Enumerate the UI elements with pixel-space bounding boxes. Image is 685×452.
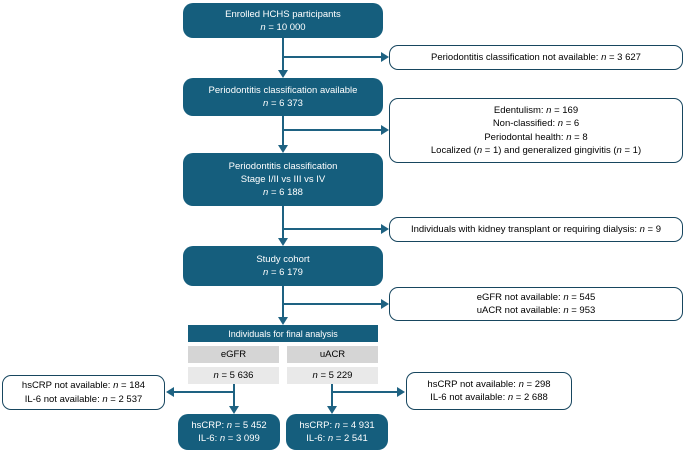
final-analysis-table-title: Individuals for final analysis (188, 325, 378, 342)
text-line: IL-6 not available: n = 2 688 (430, 392, 548, 403)
study-cohort-box: Study cohort n = 6 179 (183, 246, 383, 286)
text-line: Localized (n = 1) and generalized gingiv… (430, 145, 642, 156)
text-line: n = 6 373 (263, 98, 303, 109)
text-line: Non-classified: n = 6 (492, 118, 580, 129)
arrow-down-icon (229, 406, 239, 414)
branch-line (283, 228, 381, 230)
text-line: n = 5 229 (312, 370, 353, 381)
text-line: Periodontal health: n = 8 (484, 131, 588, 143)
classification-available-box: Periodontitis classification available n … (183, 78, 383, 116)
column-header-egfr: eGFR (188, 346, 279, 363)
text-line: IL-6 not available: n = 2 537 (24, 393, 143, 405)
text-line: eGFR not available: n = 545 (476, 291, 596, 303)
flow-line (282, 206, 284, 239)
arrow-right-icon (397, 387, 405, 397)
text-line: uACR not available: n = 953 (476, 305, 596, 316)
text-line: Study cohort (256, 254, 310, 265)
text-line: Periodontitis classification available (208, 85, 358, 96)
text-line: Periodontitis classification not availab… (431, 51, 641, 63)
arrow-down-icon (278, 238, 288, 246)
text-line: hsCRP not available: n = 184 (21, 380, 146, 391)
branch-line (283, 303, 381, 305)
text-line: n = 10 000 (260, 21, 306, 33)
arrow-down-icon (278, 317, 288, 325)
text-line: hsCRP: n = 5 452 (191, 420, 267, 431)
flow-line (282, 286, 284, 318)
column-value-egfr: n = 5 636 (188, 367, 279, 384)
text-line: IL-6: n = 3 099 (198, 433, 260, 444)
arrow-right-icon (381, 299, 389, 309)
text-line: n = 6 188 (263, 187, 303, 198)
text-line: Individuals with kidney transplant or re… (410, 223, 662, 235)
arrow-down-icon (278, 145, 288, 153)
branch-line (283, 129, 381, 131)
flow-line (233, 384, 235, 407)
column-header-uacr: uACR (287, 346, 378, 363)
flow-line (282, 38, 284, 71)
side-box-kidney-exclusions: Individuals with kidney transplant or re… (389, 217, 683, 242)
text-line: n = 6 179 (263, 267, 303, 278)
branch-line (283, 56, 381, 58)
text-line: Stage I/II vs III vs IV (240, 174, 326, 185)
arrow-down-icon (278, 70, 288, 78)
flow-line (282, 116, 284, 146)
arrow-left-icon (166, 387, 174, 397)
branch-line (173, 391, 234, 393)
arrow-right-icon (381, 52, 389, 62)
text-line: n = 5 636 (213, 370, 254, 381)
arrow-right-icon (381, 224, 389, 234)
arrow-down-icon (327, 406, 337, 414)
text-line: IL-6: n = 2 541 (306, 433, 368, 444)
text-line: Enrolled HCHS participants (225, 8, 341, 20)
flow-line (331, 384, 333, 407)
text-line: Periodontitis classification (228, 161, 338, 172)
arrow-right-icon (381, 125, 389, 135)
text-line: hsCRP not available: n = 298 (427, 378, 551, 390)
text-line: hsCRP: n = 4 931 (299, 420, 375, 431)
side-box-missing-egfr-uacr: eGFR not available: n = 545 uACR not avai… (389, 287, 683, 321)
branch-line (332, 391, 398, 393)
column-value-uacr: n = 5 229 (287, 367, 378, 384)
side-box-classification-not-available: Periodontitis classification not availab… (389, 45, 683, 70)
text-line: Edentulism: n = 169 (493, 104, 579, 116)
